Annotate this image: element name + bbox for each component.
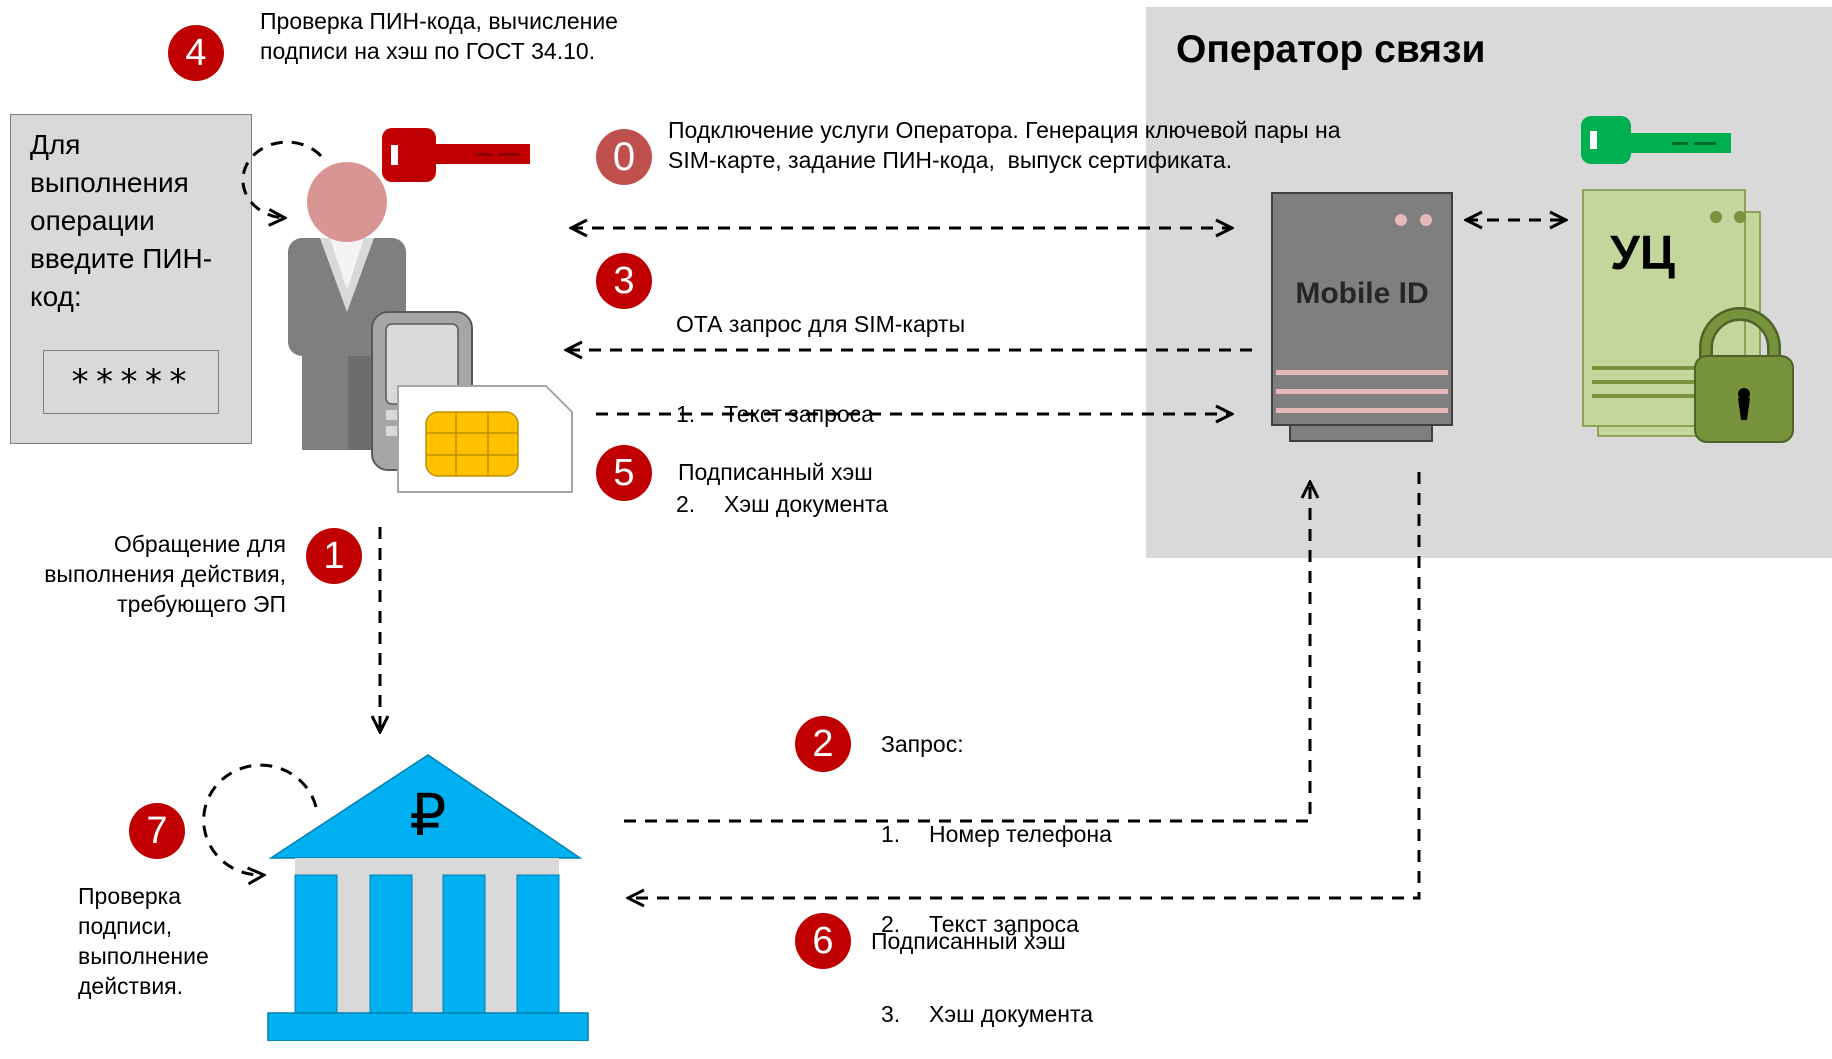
server-label: Mobile ID — [1295, 277, 1429, 310]
step-3-item: Хэш документа — [724, 491, 889, 517]
connectors — [202, 140, 1566, 898]
bank-icon — [267, 754, 589, 1041]
step-2-badge: 2 — [795, 716, 851, 772]
step-2-item: Текст запроса — [929, 911, 1079, 937]
step-3-list: ОТА запрос для SIM-карты 1.Текст запроса… — [676, 249, 965, 549]
step-7-badge: 7 — [129, 803, 185, 859]
ruble-symbol: ₽ — [409, 781, 447, 849]
step-2-item: Номер телефона — [929, 821, 1112, 847]
list-item: 2.Хэш документа — [676, 491, 889, 517]
loop-step-7 — [202, 763, 318, 875]
step-3-badge: 3 — [596, 253, 652, 309]
step-3-item: Текст запроса — [724, 401, 874, 427]
operator-title: Оператор связи — [1176, 28, 1486, 71]
step-4-badge: 4 — [168, 25, 224, 81]
step-6-badge: 6 — [795, 913, 851, 969]
pin-input[interactable]: ***** — [43, 350, 219, 414]
step-0-badge: 0 — [596, 129, 652, 185]
ca-document-icon — [1582, 189, 1761, 437]
list-item: 1.Текст запроса — [676, 401, 874, 427]
mobile-id-server-icon — [1271, 192, 1453, 442]
step-3-title: ОТА запрос для SIM-карты — [676, 311, 966, 337]
step-2-title: Запрос: — [881, 731, 964, 757]
step-2-list: Запрос: 1.Номер телефона 2.Текст запроса… — [881, 669, 1112, 1059]
list-item: 1.Номер телефона — [881, 821, 1112, 847]
step-7-text: Проверка подписи, выполнение действия. — [78, 883, 209, 999]
loop-step-4 — [241, 140, 323, 218]
list-item: 3.Хэш документа — [881, 1001, 1094, 1027]
step-4-text: Проверка ПИН-кода, вычисление подписи на… — [260, 8, 618, 64]
step-1-text: Обращение для выполнения действия, требу… — [44, 531, 286, 617]
arrow-step-2 — [624, 482, 1310, 823]
step-2-item: Хэш документа — [929, 1001, 1094, 1027]
ca-key-icon — [1581, 116, 1731, 164]
pin-prompt: Для выполнения операции введите ПИН-код: — [30, 129, 213, 312]
list-item: 2.Текст запроса — [881, 911, 1079, 937]
arrow-step-6 — [628, 472, 1421, 898]
lock-icon — [1694, 307, 1794, 443]
step-0-text: Подключение услуги Оператора. Генерация … — [668, 117, 1341, 173]
step-5-text: Подписанный хэш — [678, 459, 873, 485]
step-6-text: Подписанный хэш — [871, 928, 1066, 954]
step-1-badge: 1 — [306, 528, 362, 584]
step-5-badge: 5 — [596, 445, 652, 501]
user-key-icon — [382, 128, 530, 182]
sim-card-icon — [397, 385, 573, 493]
ca-label: УЦ — [1610, 227, 1675, 280]
